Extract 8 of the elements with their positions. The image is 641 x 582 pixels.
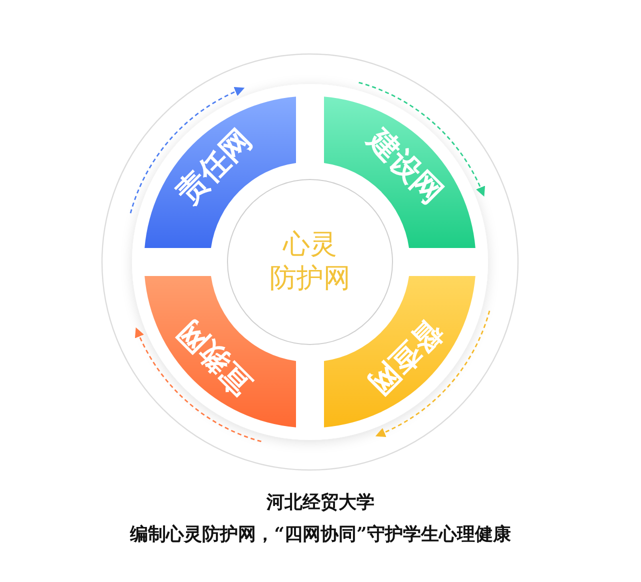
segment-label: 督查网 <box>363 315 448 400</box>
center-title: 心灵 <box>283 228 337 262</box>
segment-label: 责任网 <box>172 124 257 209</box>
center-title: 防护网 <box>270 262 350 296</box>
segment-label: 宣教网 <box>172 315 257 400</box>
segment-label: 建设网 <box>363 124 448 209</box>
caption: 编制心灵防护网，“四网协同”守护学生心理健康 <box>128 523 512 546</box>
title: 河北经贸大学 <box>265 491 376 514</box>
